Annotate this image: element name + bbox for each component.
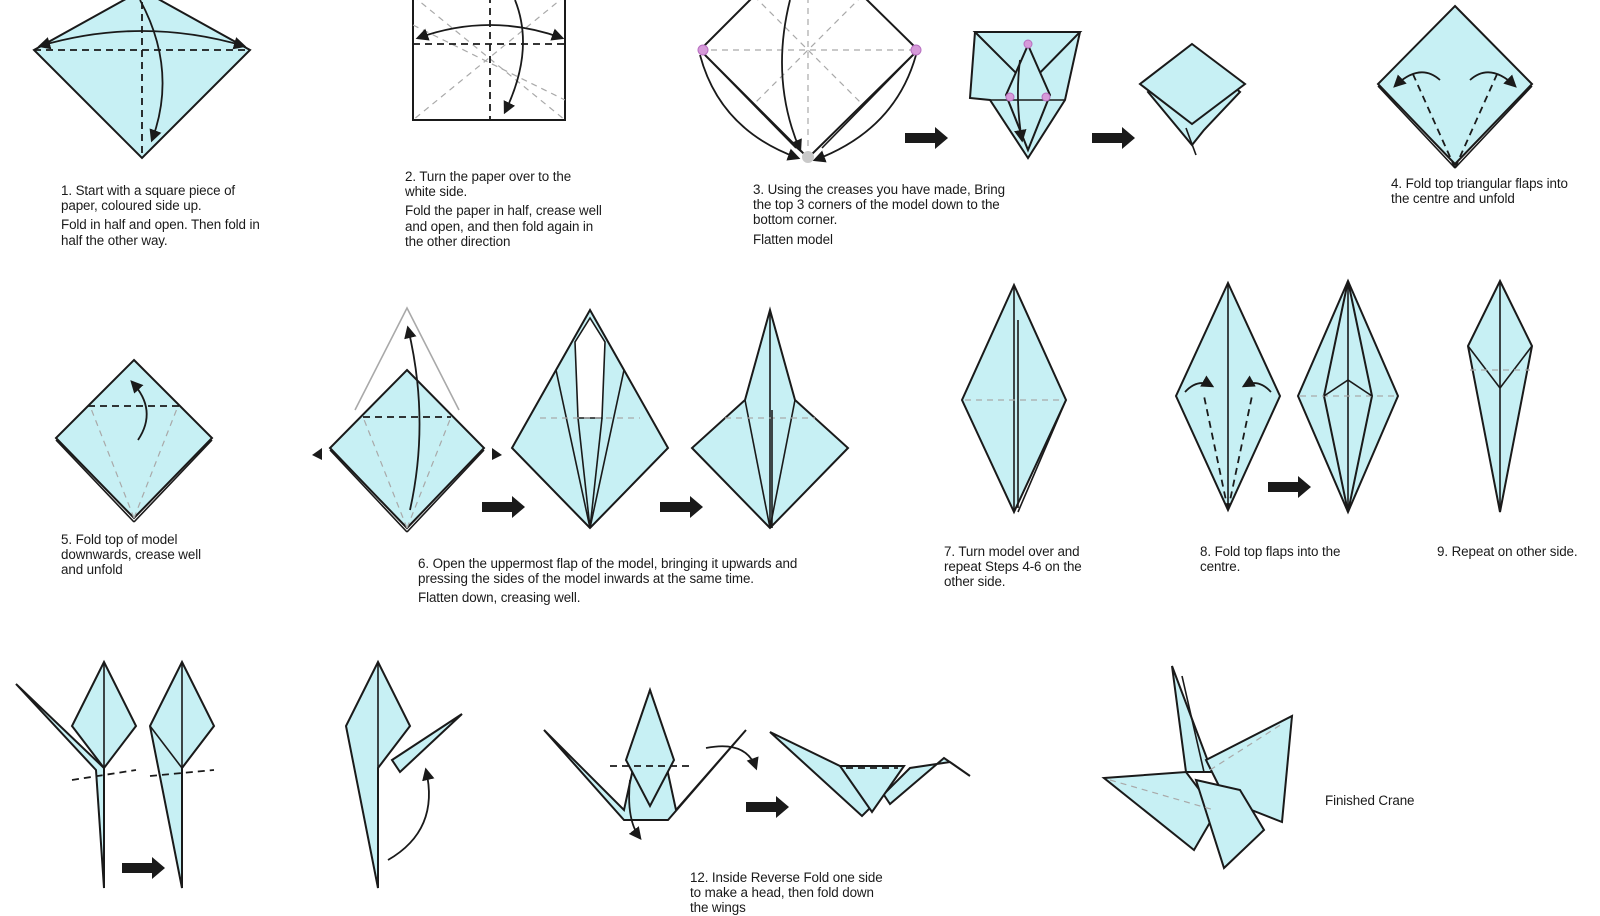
step-3-text-a: 3. Using the creases you have made, Brin…	[753, 182, 1005, 228]
step-6b-figure	[510, 307, 670, 530]
step-6-text-b: Flatten down, creasing well.	[418, 590, 581, 606]
step-1-figure	[32, 0, 252, 160]
step-8-caption: 8. Fold top flaps into the centre.	[1200, 544, 1380, 578]
step-7-caption: 7. Turn model over and repeat Steps 4-6 …	[944, 544, 1114, 594]
step-12-text: 12. Inside Reverse Fold one side to make…	[690, 870, 883, 916]
arrow-icon	[122, 857, 165, 879]
arrow-icon	[482, 496, 525, 518]
step-9-text: 9. Repeat on other side.	[1437, 544, 1578, 559]
step-1-text-b: Fold in half and open. Then fold in half…	[61, 217, 260, 248]
step-6-text-a: 6. Open the uppermost flap of the model,…	[418, 556, 798, 587]
arrow-icon	[660, 496, 703, 518]
step-12-result-figure	[769, 731, 971, 818]
step-9-figure	[1466, 278, 1534, 513]
arrow-icon	[905, 127, 948, 149]
step-2-figure	[412, 0, 566, 121]
step-11-figure	[344, 659, 463, 889]
step-1-text-a: 1. Start with a square piece of paper, c…	[61, 183, 236, 214]
step-3-figure	[697, 0, 922, 163]
step-6c-figure	[690, 306, 850, 530]
step-2-text-a: 2. Turn the paper over to the white side…	[405, 169, 572, 200]
step-2-caption: 2. Turn the paper over to the white side…	[405, 169, 605, 253]
arrow-icon	[1092, 127, 1135, 149]
step-3-intermediate-figure	[968, 31, 1083, 160]
arrow-icon	[746, 796, 789, 818]
step-2-text-b: Fold the paper in half, crease well and …	[405, 203, 602, 249]
step-3-caption: 3. Using the creases you have made, Brin…	[753, 182, 1008, 251]
step-5-caption: 5. Fold top of model downwards, crease w…	[61, 532, 226, 582]
step-3-result-figure	[1138, 42, 1247, 156]
step-4-caption: 4. Fold top triangular flaps into the ce…	[1391, 176, 1581, 210]
step-12-figure	[543, 686, 759, 840]
step-7-figure	[960, 282, 1068, 515]
step-5-text: 5. Fold top of model downwards, crease w…	[61, 532, 201, 578]
step-10-figure	[15, 659, 216, 889]
step-8-figure	[1174, 280, 1282, 513]
step-8-text: 8. Fold top flaps into the centre.	[1200, 544, 1341, 575]
step-7-text: 7. Turn model over and repeat Steps 4-6 …	[944, 544, 1082, 590]
step-9-caption: 9. Repeat on other side.	[1437, 544, 1597, 563]
arrow-icon	[1268, 476, 1311, 498]
step-6-caption: 6. Open the uppermost flap of the model,…	[418, 556, 818, 610]
step-1-caption: 1. Start with a square piece of paper, c…	[61, 183, 271, 252]
step-6a-figure	[312, 306, 502, 533]
step-8-result-figure	[1296, 278, 1400, 515]
step-3-text-b: Flatten model	[753, 231, 833, 247]
step-4-figure	[1376, 4, 1534, 169]
step-5-figure	[54, 358, 214, 523]
step-12-caption: 12. Inside Reverse Fold one side to make…	[690, 870, 885, 915]
step-4-text: 4. Fold top triangular flaps into the ce…	[1391, 176, 1568, 207]
finished-crane-figure	[1101, 665, 1294, 870]
finished-crane-label: Finished Crane	[1325, 793, 1415, 808]
